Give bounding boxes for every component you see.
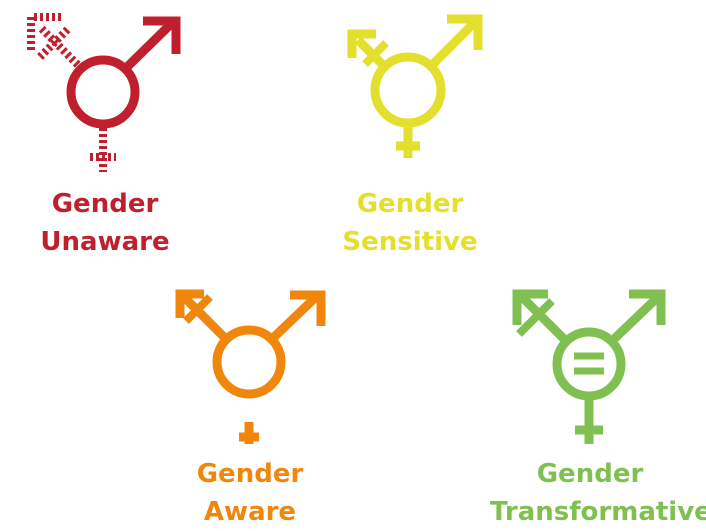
label-line1: Gender	[196, 459, 304, 489]
label-gender-transformative: Gender Transformative	[490, 455, 706, 531]
label-gender-aware: Gender Aware	[165, 455, 335, 531]
label-line1: Gender	[536, 459, 644, 489]
label-line2: Unaware	[40, 227, 170, 257]
label-line2: Aware	[203, 497, 297, 527]
label-gender-unaware: Gender Unaware	[20, 185, 190, 261]
label-gender-sensitive: Gender Sensitive	[325, 185, 495, 261]
label-line1: Gender	[51, 189, 159, 219]
label-line2: Sensitive	[342, 227, 478, 257]
label-line1: Gender	[356, 189, 464, 219]
label-line2: Transformative	[490, 497, 706, 527]
